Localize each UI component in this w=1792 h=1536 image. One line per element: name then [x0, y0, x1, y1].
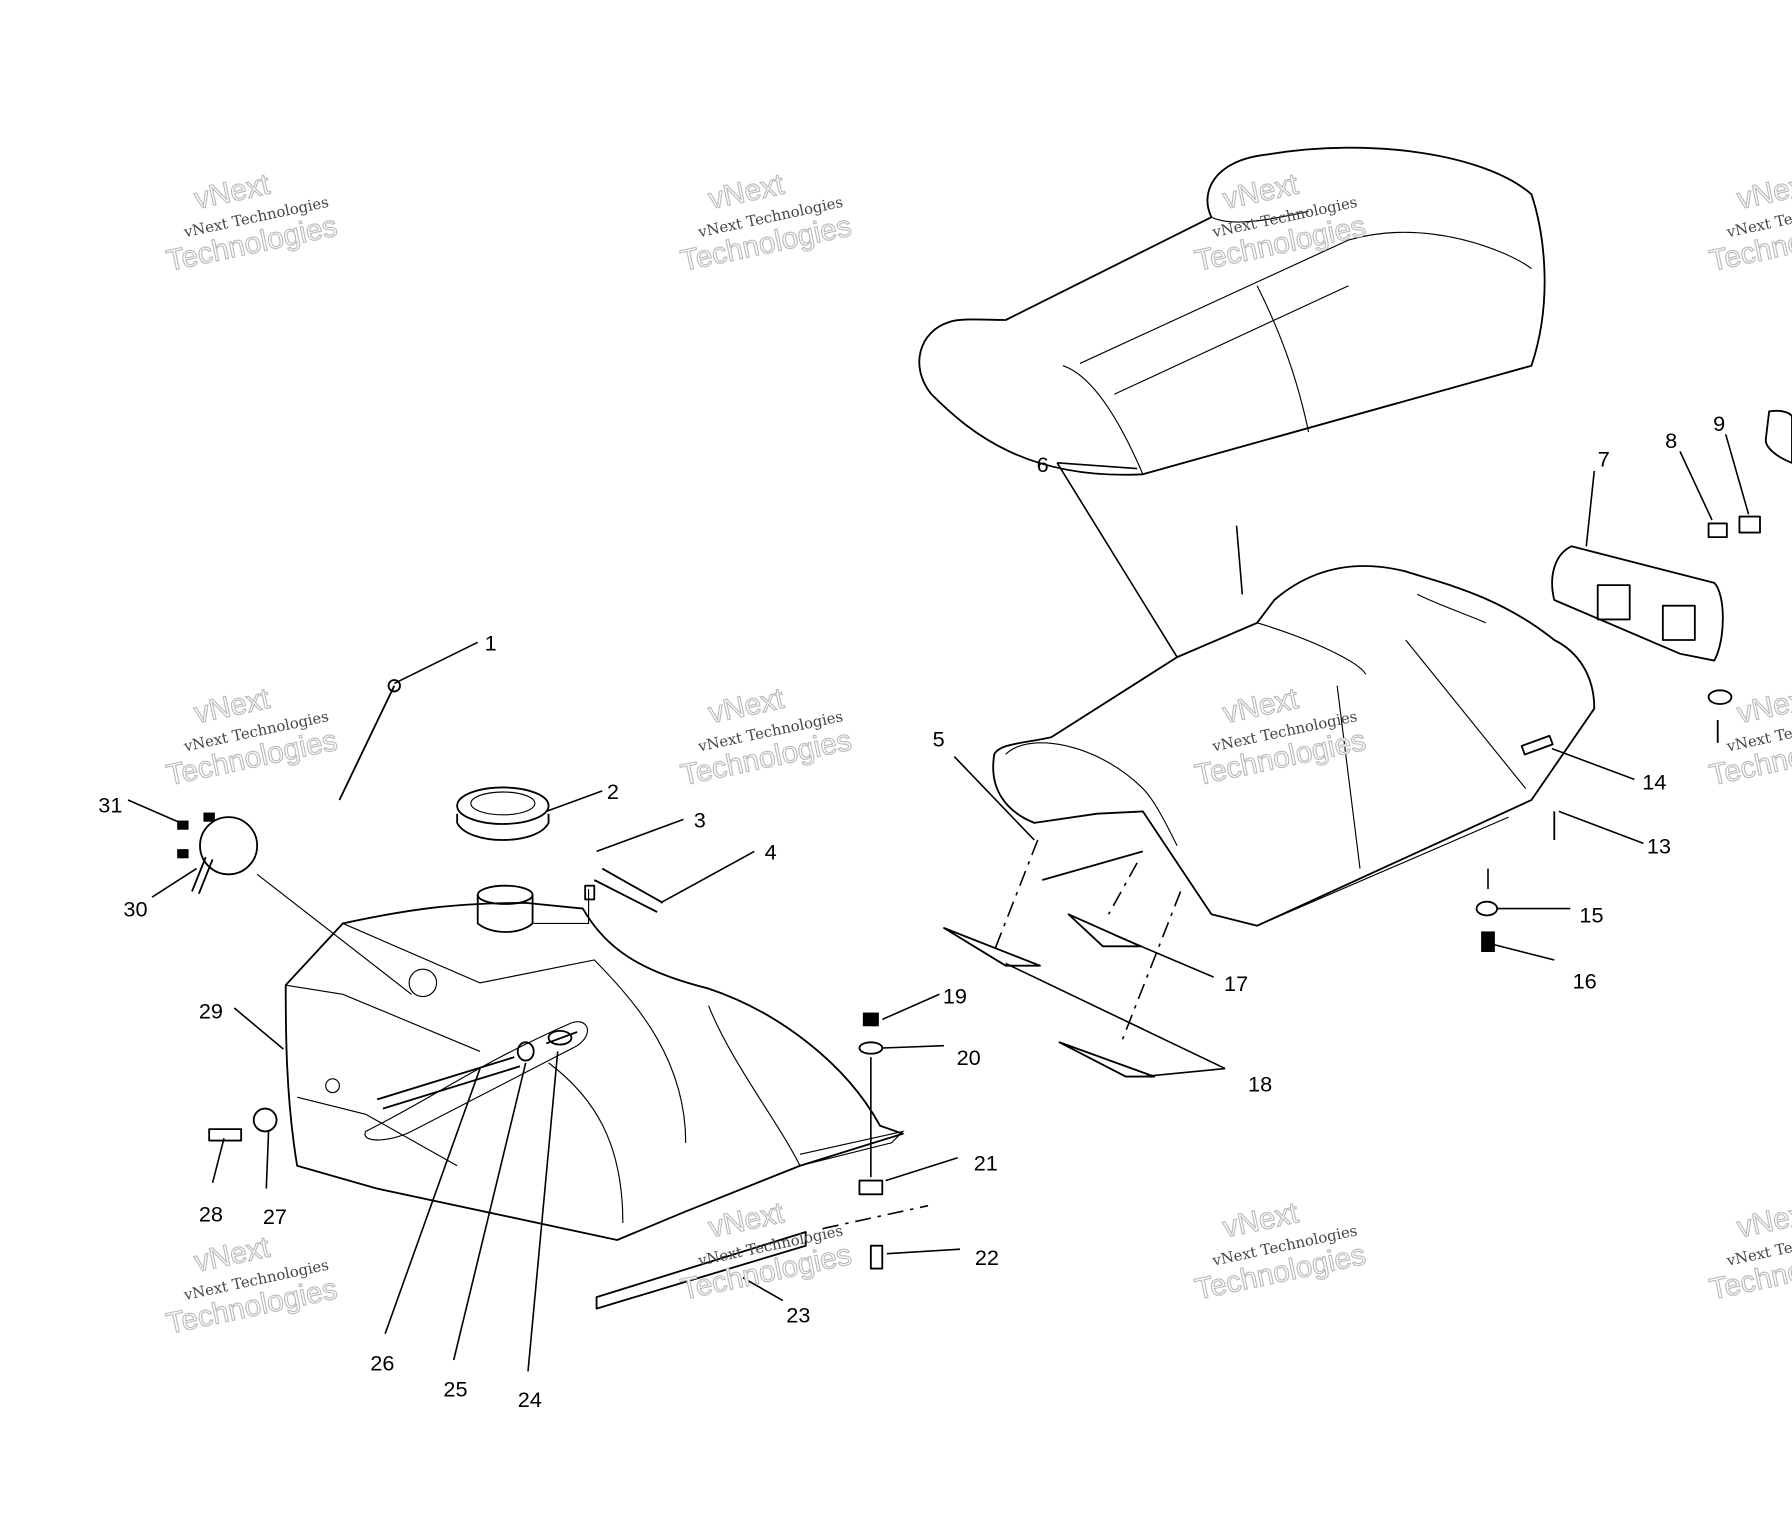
small-hardware	[177, 515, 1761, 1310]
seat-cover	[918, 146, 1546, 476]
callout-17: 17	[1224, 971, 1248, 996]
fuel-tank	[284, 901, 905, 1241]
callout-24: 24	[518, 1387, 542, 1412]
callout-22: 22	[975, 1245, 999, 1270]
callout-21: 21	[974, 1150, 998, 1175]
callout-27: 27	[263, 1204, 287, 1229]
callout-29: 29	[199, 998, 223, 1023]
callout-15: 15	[1579, 902, 1603, 927]
callout-25: 25	[443, 1377, 467, 1402]
watermark-text: vNext	[1734, 1196, 1792, 1244]
callout-13: 13	[1647, 834, 1671, 859]
callout-1: 1	[485, 630, 497, 655]
callout-labels: 1 2 3 4 5 6 7 8 9 13 14 15 16 17 18 19 2…	[98, 411, 1725, 1412]
callout-3: 3	[694, 807, 706, 832]
taillight-housing	[1551, 409, 1792, 662]
callout-20: 20	[957, 1045, 981, 1070]
callout-28: 28	[199, 1202, 223, 1227]
callout-7: 7	[1598, 446, 1610, 471]
callout-6: 6	[1037, 452, 1049, 477]
callout-31: 31	[98, 793, 122, 818]
seat-assembly	[992, 565, 1596, 927]
callout-8: 8	[1665, 428, 1677, 453]
callout-16: 16	[1573, 969, 1597, 994]
callout-26: 26	[370, 1350, 394, 1375]
callout-30: 30	[123, 897, 147, 922]
callout-9: 9	[1713, 411, 1725, 436]
callout-5: 5	[933, 726, 945, 751]
callout-2: 2	[607, 779, 619, 804]
callout-23: 23	[786, 1302, 810, 1327]
callout-14: 14	[1642, 770, 1666, 795]
watermark-text: vNext	[1734, 682, 1792, 730]
callout-18: 18	[1248, 1071, 1272, 1096]
watermark-text: vNext	[1734, 168, 1792, 216]
callout-4: 4	[765, 839, 777, 864]
leader-lines	[127, 434, 1750, 1372]
callout-19: 19	[943, 983, 967, 1008]
filler-neck-and-cap	[456, 786, 550, 933]
